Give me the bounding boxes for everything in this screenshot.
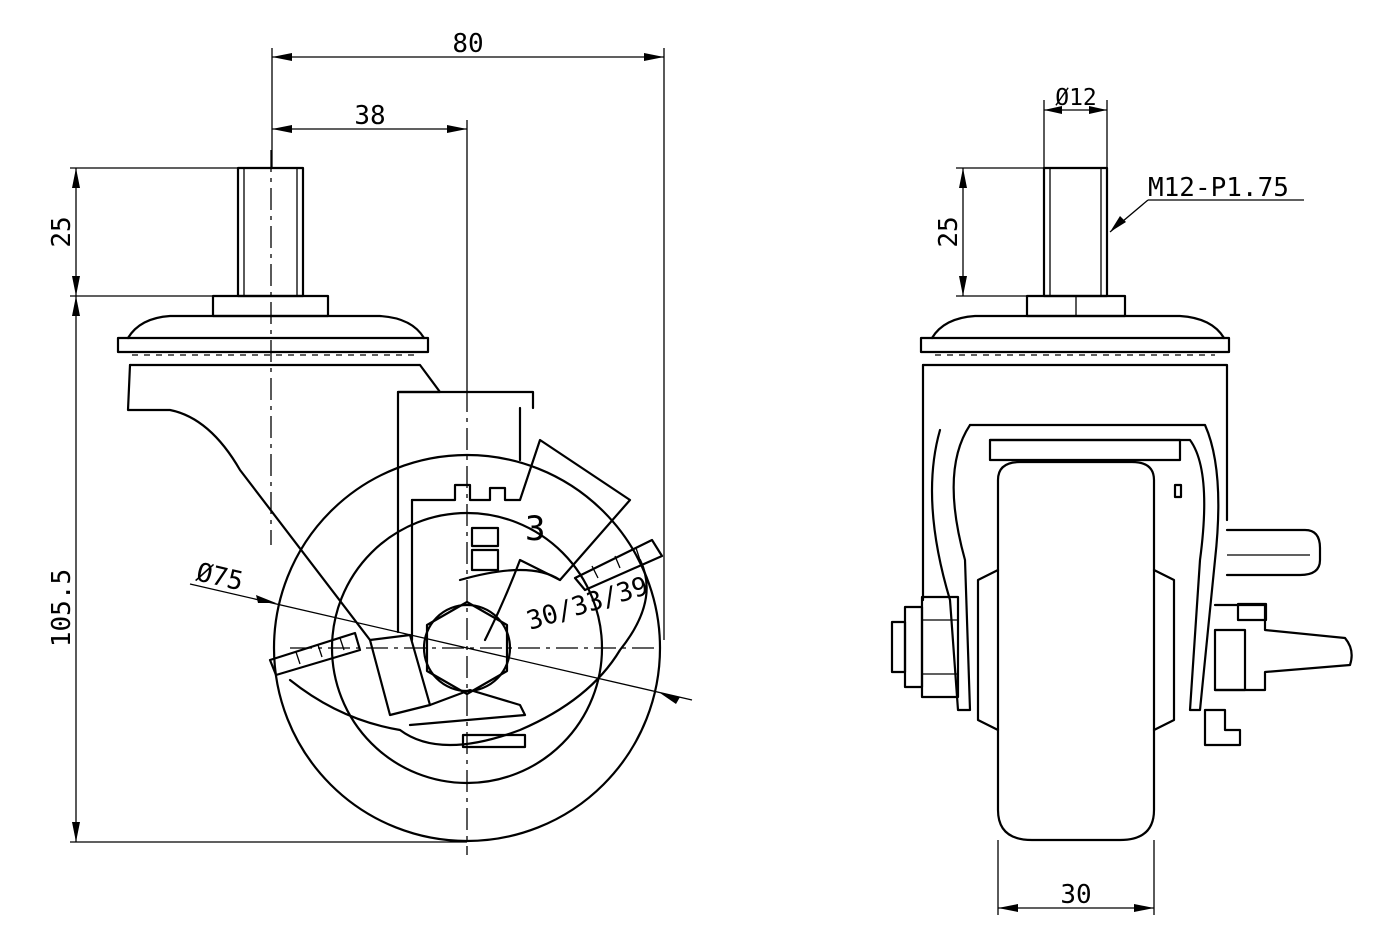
front-brake-lever	[1203, 528, 1353, 747]
dimension-stud-diameter: Ø12	[1043, 85, 1108, 168]
wheel-width-label: 30	[1060, 880, 1091, 910]
brake-assembly	[268, 438, 664, 749]
swivel-fork	[126, 363, 535, 642]
dimension-thread-length-side: 25	[47, 167, 238, 297]
dimension-wheel-width: 30	[997, 840, 1155, 915]
dimension-thread-length-front: 25	[934, 167, 1044, 297]
front-axle-nut	[890, 595, 960, 699]
front-view: Ø12 M12-P1.75 25 30	[890, 85, 1353, 915]
stud-diameter-label: Ø12	[1055, 85, 1097, 111]
dimension-overall-width: 80	[271, 29, 665, 640]
side-view: 80 38 25 105.5	[47, 29, 693, 855]
side-wheel	[272, 453, 662, 843]
dimension-axis-offset: 38	[272, 101, 468, 390]
wheel-diameter-label: Ø75	[193, 558, 246, 598]
dimension-overall-height: 105.5	[47, 296, 467, 843]
front-fork	[921, 363, 1229, 712]
overall-width-label: 80	[452, 29, 483, 59]
axis-offset-label: 38	[354, 101, 385, 131]
thread-spec-label: M12-P1.75	[1148, 173, 1289, 203]
axle-hex-nut	[422, 600, 512, 696]
top-plate	[116, 314, 430, 356]
thread-length-side-label: 25	[47, 216, 77, 247]
thread-spec-callout: M12-P1.75	[1109, 173, 1304, 233]
hub-lengths-label: 30/33/39	[523, 571, 652, 636]
front-wheel	[976, 460, 1176, 842]
bracket-mark-label: 3	[525, 509, 545, 549]
thread-length-front-label: 25	[934, 216, 964, 247]
overall-height-label: 105.5	[47, 569, 77, 647]
front-threaded-stud	[1025, 166, 1127, 318]
front-top-plate	[919, 314, 1231, 356]
